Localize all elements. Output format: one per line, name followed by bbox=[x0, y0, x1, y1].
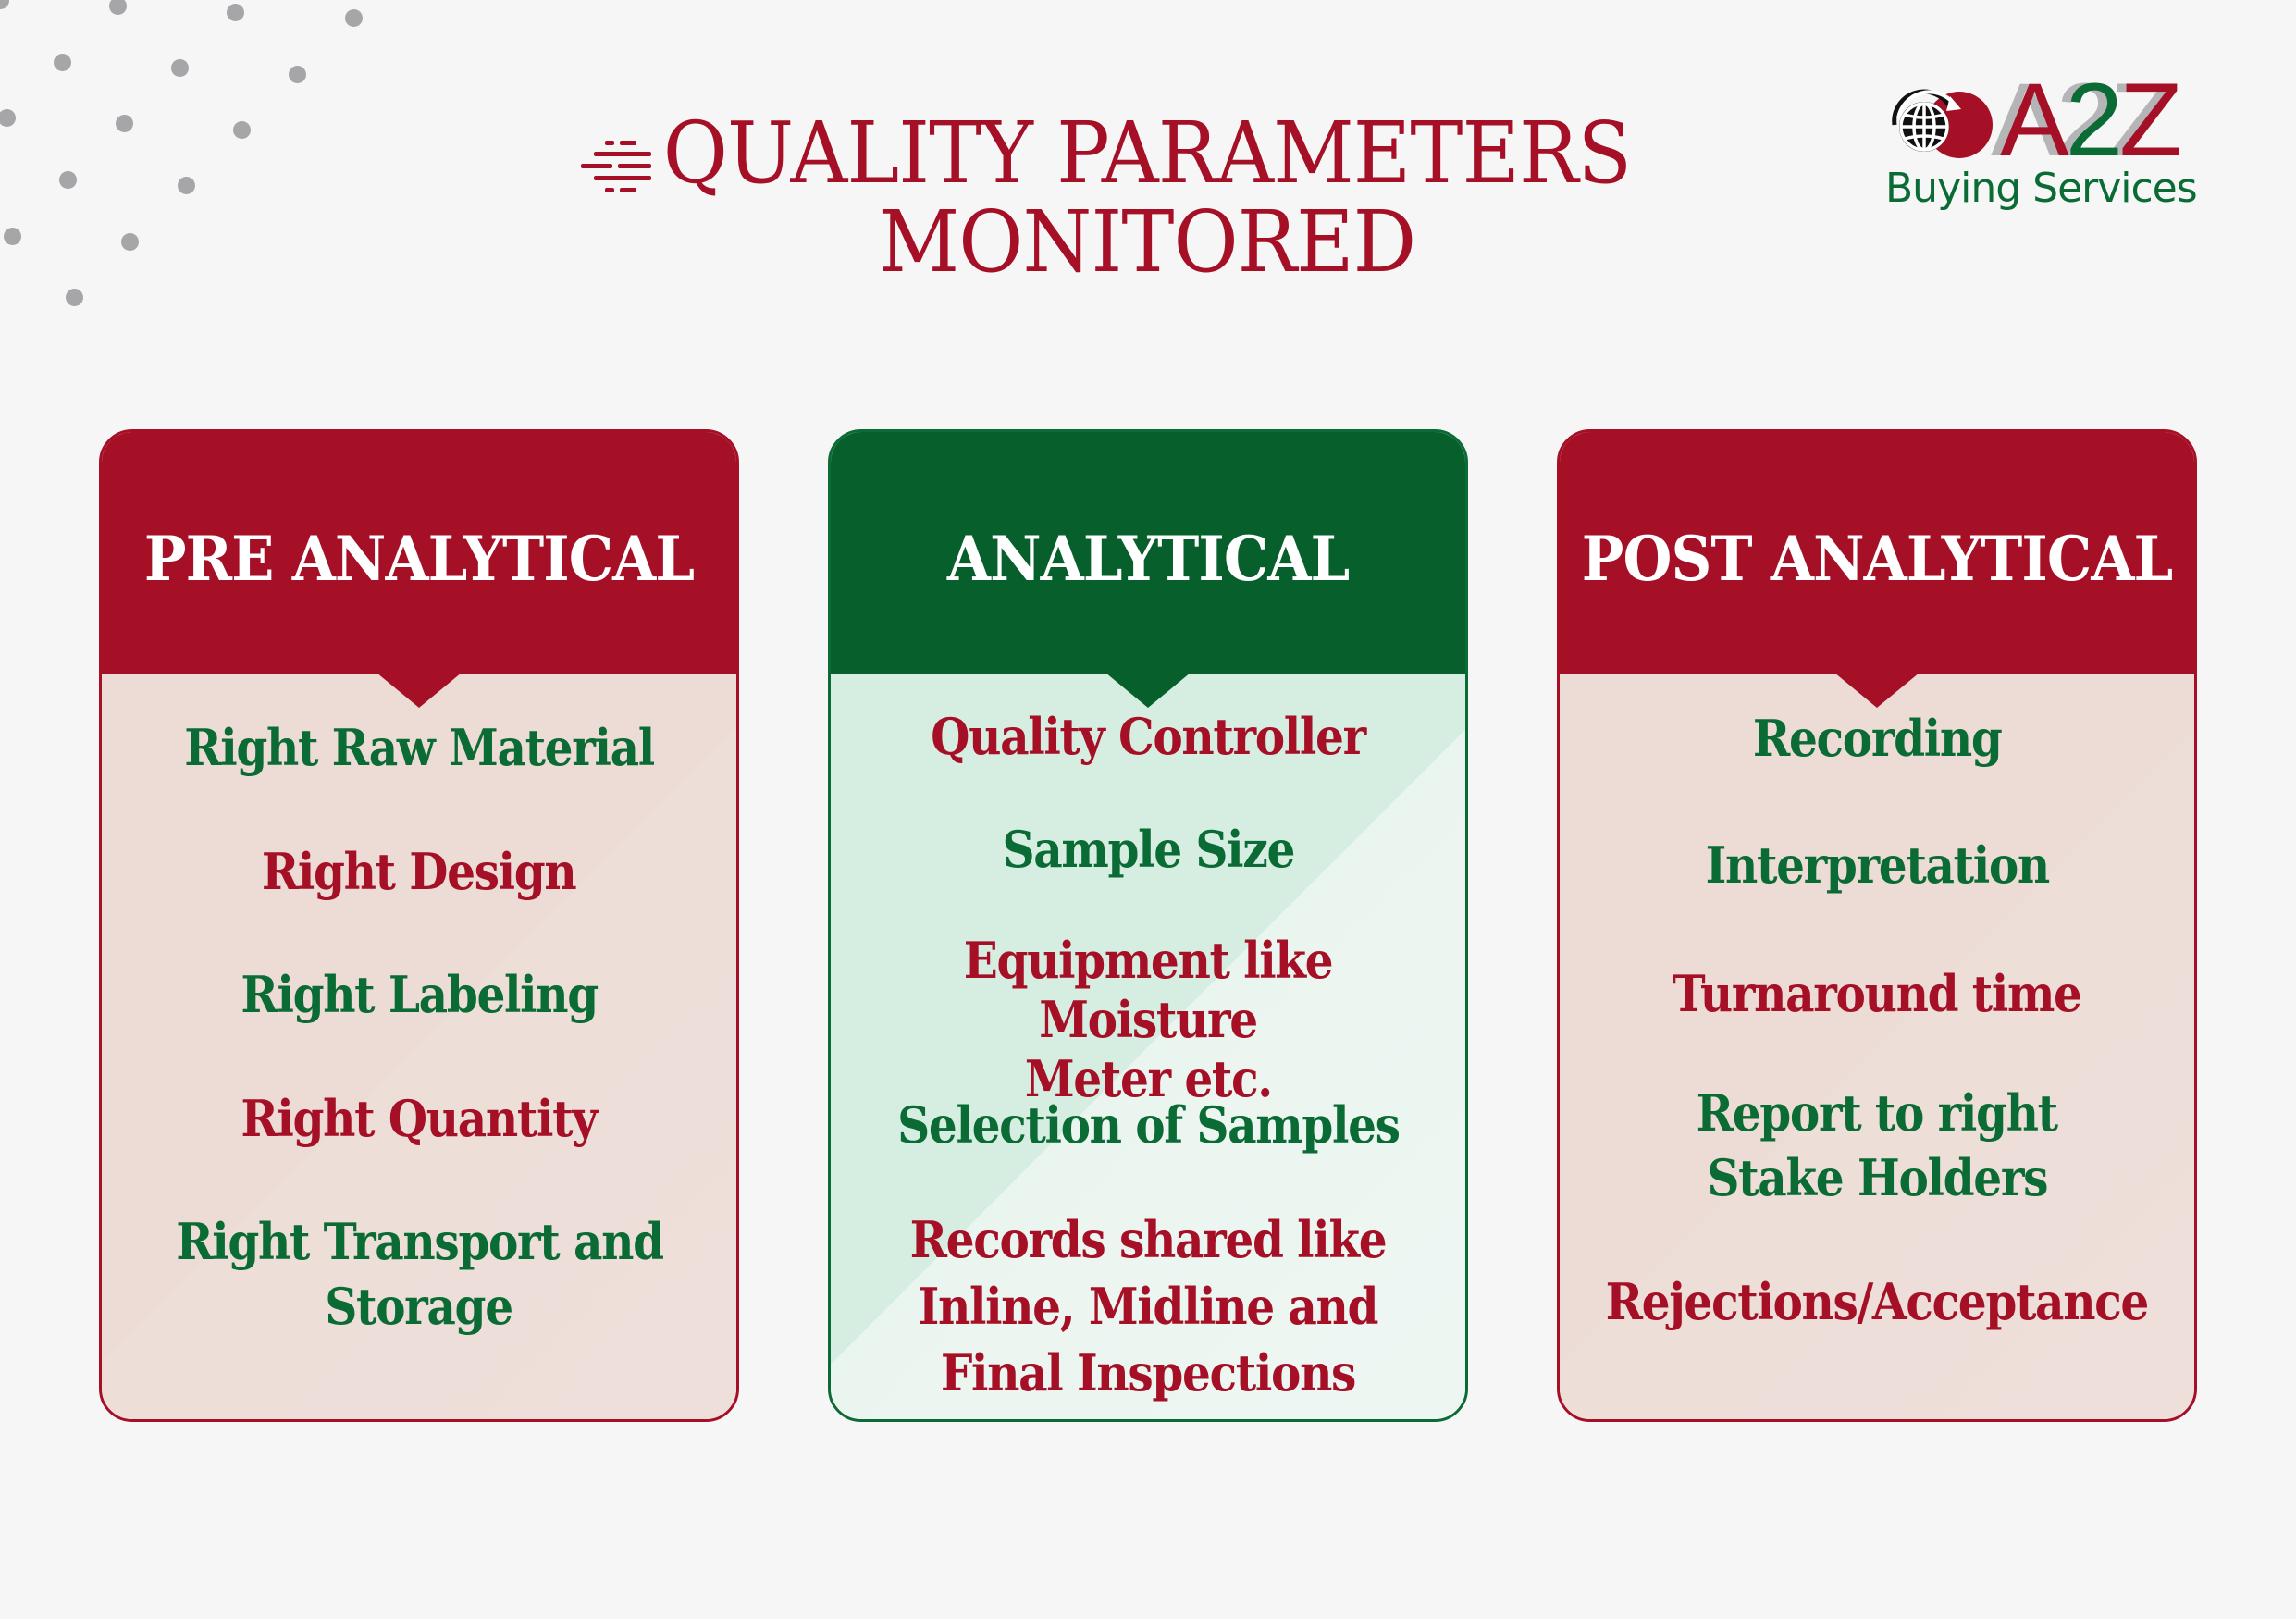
pointer-notch bbox=[376, 673, 462, 708]
globe-arrow-icon bbox=[1892, 89, 1993, 158]
dot bbox=[171, 59, 189, 77]
dot bbox=[233, 121, 251, 139]
title-line-1: QUALITY PARAMETERS bbox=[662, 104, 1632, 203]
dot bbox=[109, 0, 127, 15]
list-item: Equipment like Moisture Meter etc. bbox=[963, 931, 1334, 1108]
list-item: Right Raw Material bbox=[184, 718, 655, 777]
list-item: Turnaround time bbox=[1672, 964, 2082, 1023]
logo-subtitle: Buying Services bbox=[1885, 165, 2198, 212]
list-item: Interpretation bbox=[1705, 835, 2050, 895]
title-line-2: MONITORED bbox=[878, 192, 1417, 291]
speed-lines-icon bbox=[581, 139, 664, 194]
list-item: Right Labeling bbox=[241, 965, 599, 1024]
pointer-notch bbox=[1834, 673, 1920, 708]
list-item: Right Quantity bbox=[241, 1089, 599, 1148]
list-item: Recording bbox=[1752, 709, 2003, 768]
card-header: POST ANALYTICAL bbox=[1560, 432, 2194, 674]
dot bbox=[0, 109, 16, 127]
card-title: PRE ANALYTICAL bbox=[143, 523, 695, 595]
dot bbox=[66, 289, 83, 306]
dot bbox=[59, 171, 77, 189]
dot bbox=[121, 233, 139, 251]
dot bbox=[0, 0, 9, 9]
card-pre-analytical: PRE ANALYTICAL Right Raw Material Right … bbox=[99, 429, 739, 1422]
dot bbox=[227, 4, 244, 21]
dot bbox=[4, 228, 21, 245]
card-header: PRE ANALYTICAL bbox=[102, 432, 736, 674]
card-analytical: ANALYTICAL Quality Controller Sample Siz… bbox=[828, 429, 1468, 1422]
dot bbox=[116, 115, 133, 132]
card-body bbox=[831, 674, 1465, 1419]
card-body bbox=[1560, 674, 2194, 1419]
list-item: Report to right Stake Holders bbox=[1696, 1083, 2058, 1207]
list-item: Right Design bbox=[262, 842, 577, 901]
card-title: POST ANALYTICAL bbox=[1581, 523, 2173, 595]
dot bbox=[345, 9, 363, 27]
dot bbox=[289, 66, 306, 83]
pointer-notch bbox=[1105, 673, 1191, 708]
list-item: Selection of Samples bbox=[896, 1095, 1401, 1155]
list-item: Records shared like Inline, Midline and … bbox=[909, 1210, 1388, 1403]
list-item: Quality Controller bbox=[931, 707, 1366, 766]
list-item: Rejections/Acceptance bbox=[1605, 1272, 2150, 1331]
dot bbox=[178, 177, 195, 194]
card-header: ANALYTICAL bbox=[831, 432, 1465, 674]
card-title: ANALYTICAL bbox=[946, 523, 1350, 595]
card-body bbox=[102, 674, 736, 1419]
list-item: Right Transport and Storage bbox=[175, 1212, 664, 1336]
list-item: Sample Size bbox=[1002, 820, 1295, 879]
dot bbox=[54, 54, 71, 71]
page-title: QUALITY PARAMETERS MONITORED bbox=[518, 109, 1776, 287]
card-post-analytical: POST ANALYTICAL Recording Interpretation… bbox=[1557, 429, 2197, 1422]
